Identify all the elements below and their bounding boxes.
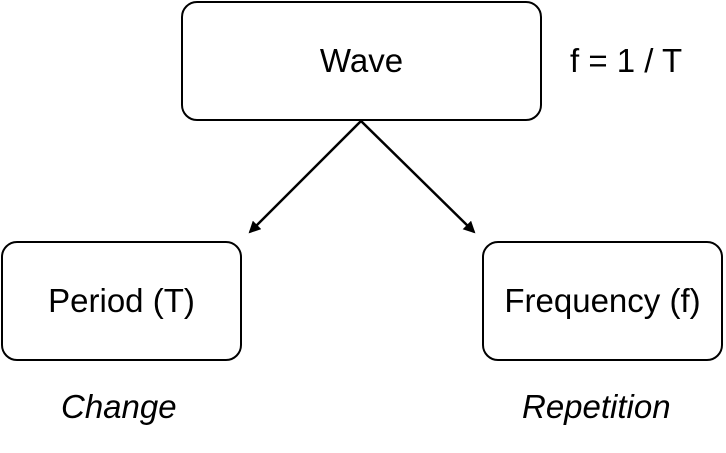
node-frequency-label: Frequency (f)	[504, 282, 701, 319]
frequency-caption: Repetition	[522, 388, 671, 425]
edge-wave-to-frequency	[360, 120, 476, 234]
node-wave-label: Wave	[319, 42, 404, 79]
node-wave: Wave	[181, 1, 542, 121]
formula-annotation: f = 1 / T	[570, 42, 683, 79]
node-period: Period (T)	[1, 241, 242, 361]
edge-wave-to-period	[248, 120, 362, 234]
node-period-label: Period (T)	[48, 282, 195, 319]
node-frequency: Frequency (f)	[482, 241, 723, 361]
period-caption: Change	[61, 388, 177, 425]
